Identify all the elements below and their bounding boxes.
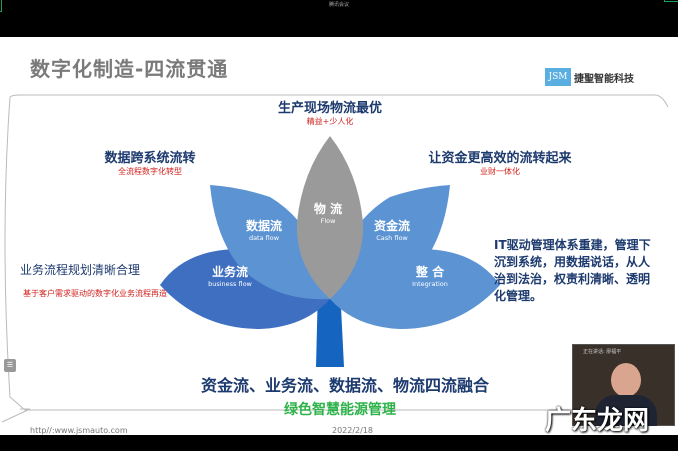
speaker-face — [611, 363, 641, 397]
petal-cn: 整 合 — [415, 265, 445, 279]
right-callout: IT驱动管理体系重建，管理下沉到系统，用数据说话，从人治到法治，权责利清晰、透明… — [494, 238, 651, 303]
callout-sub: 全流程数字化转型 — [118, 167, 182, 176]
petal-en: business flow — [208, 280, 252, 288]
company-name: 捷聖智能科技 — [574, 74, 634, 85]
corner-marker — [664, 0, 678, 2]
callout-heading: 让资金更高效的流转起来 — [428, 151, 572, 166]
speaker-body — [595, 395, 657, 426]
corner-marker — [0, 0, 2, 12]
petal-cash-flow — [330, 185, 450, 300]
petal-en: Cash flow — [376, 234, 408, 242]
petal-en: data flow — [248, 234, 280, 242]
petal-cn: 资金流 — [373, 219, 410, 233]
company-logo: JSM — [545, 68, 571, 86]
callout-sub: 基于客户需求驱动的数字化业务流程再造 — [23, 289, 167, 298]
app-title: 腾讯会议 — [328, 2, 349, 8]
callout-heading: 生产现场物流最优 — [277, 101, 382, 116]
top-callout: 生产现场物流最优 精益+少人化 — [230, 97, 430, 127]
petal-cn: 业务流 — [211, 265, 248, 279]
petal-cn: 数据流 — [245, 219, 282, 233]
footer-date: 2022/2/18 — [332, 426, 374, 435]
callout-heading: 业务流程规划清晰合理 — [20, 263, 141, 277]
footer-url: http//:www.jsmauto.com — [30, 426, 128, 435]
petal-logistics — [296, 136, 364, 299]
speaker-video-tile[interactable]: 正在讲话: 廖福平 — [572, 344, 675, 426]
petal-en: Integration — [412, 280, 448, 288]
upper-left-callout: 数据跨系统流转 全流程数字化转型 — [95, 147, 205, 177]
left-callout: 业务流程规划清晰合理 基于客户需求驱动的数字化业务流程再造 — [20, 261, 170, 300]
callout-heading: 数据跨系统流转 — [104, 151, 196, 166]
slide-title: 数字化制造-四流贯通 — [30, 57, 229, 81]
petal-data-flow — [210, 185, 330, 300]
upper-right-callout: 让资金更高效的流转起来 业财一体化 — [420, 147, 580, 177]
watermark: 广东龙网 — [545, 406, 650, 436]
menu-icon[interactable]: ☰ — [4, 359, 16, 372]
frame-left-curve — [4, 96, 590, 411]
petal-en: Flow — [320, 217, 336, 225]
trunk — [316, 287, 344, 367]
callout-sub: 业财一体化 — [480, 167, 520, 176]
main-line: 资金流、业务流、数据流、物流四流融合 — [200, 376, 489, 395]
meeting-top-bar: 腾讯会议 — [0, 0, 678, 37]
callout-sub: 精益+少人化 — [306, 117, 354, 126]
petal-cn: 物 流 — [313, 202, 343, 216]
slide-diagram — [1, 94, 669, 423]
speaker-label: 正在讲话: 廖福平 — [583, 349, 622, 355]
green-line: 绿色智慧能源管理 — [284, 402, 396, 418]
